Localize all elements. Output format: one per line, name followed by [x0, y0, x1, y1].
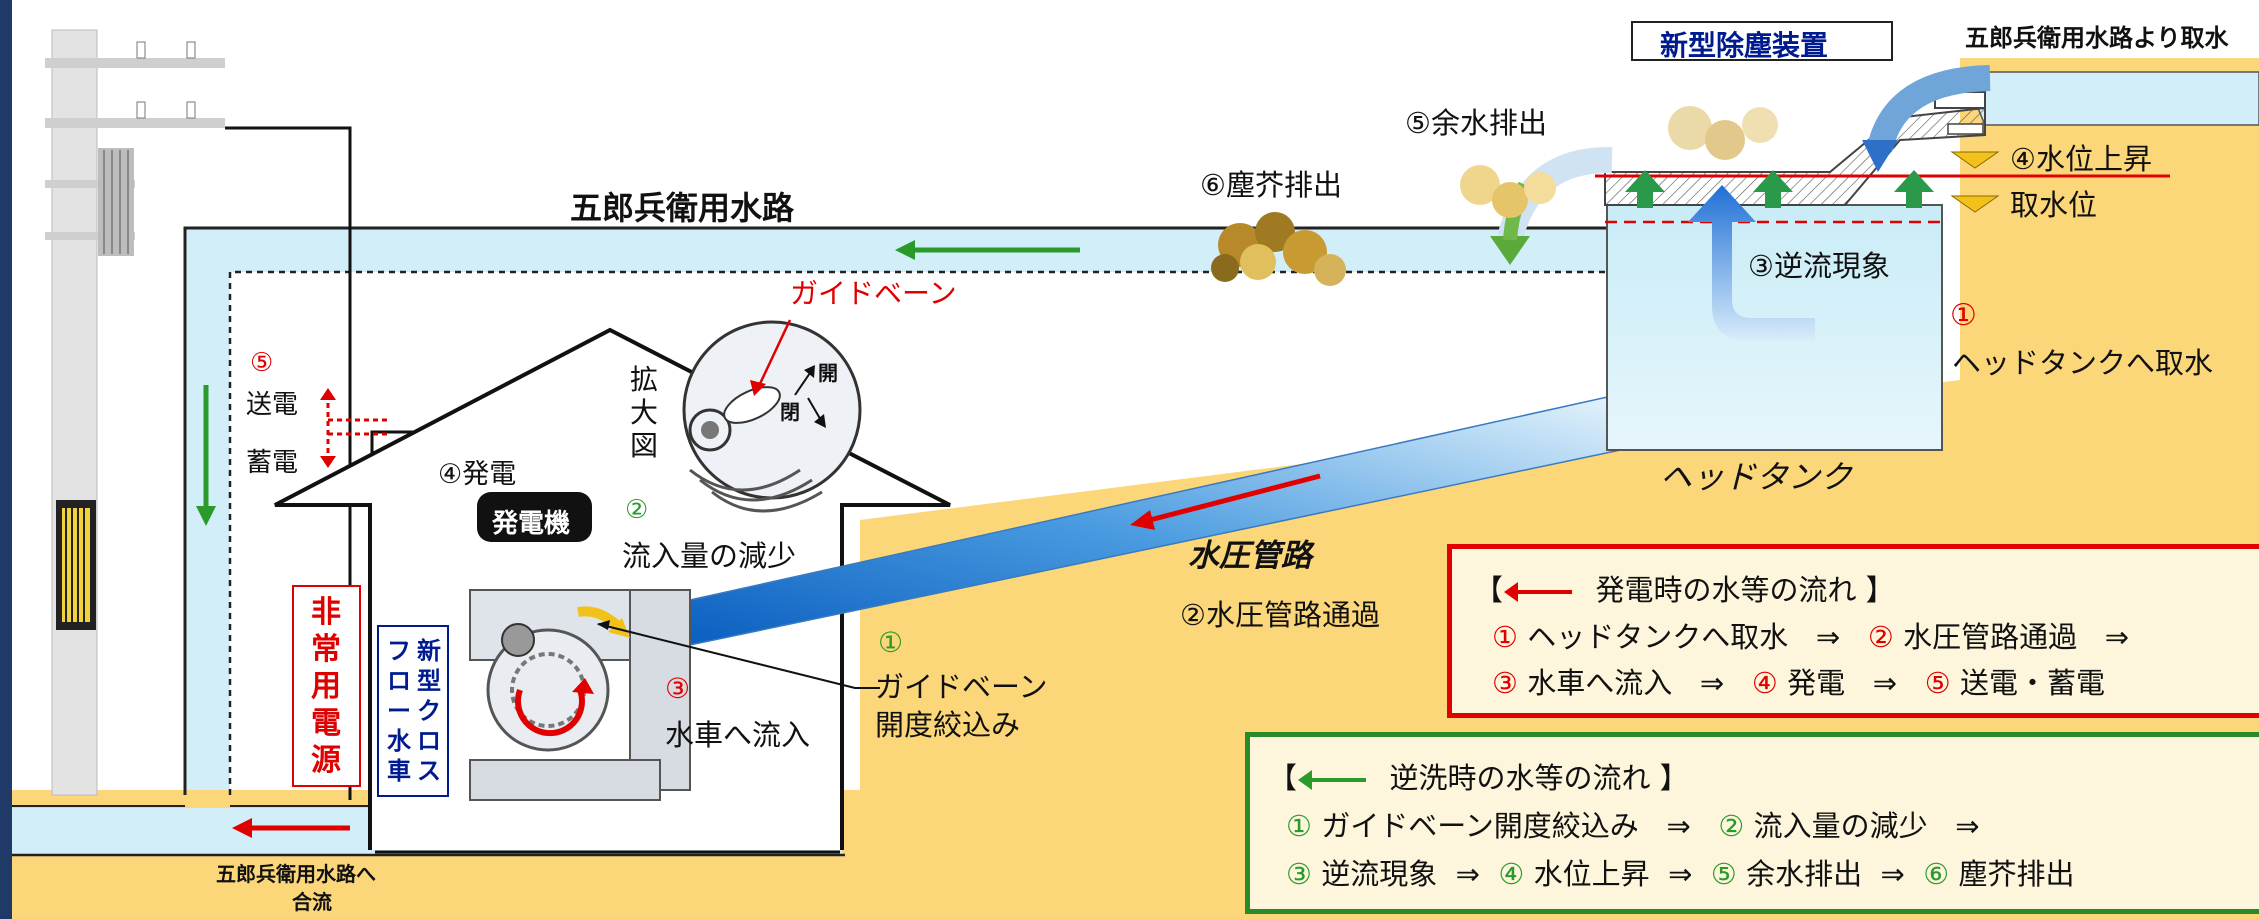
turbine-callout: [597, 623, 880, 689]
left-border: [0, 0, 12, 919]
green-step4-text: ④水位上昇: [2010, 142, 2152, 176]
step5-send: 送電: [246, 390, 299, 420]
close-label: 閉: [780, 400, 800, 424]
turbine-label-col1: 新型クロス: [417, 637, 441, 785]
legend-generation-row1: ① ヘッドタンクへ取水 ⇒ ② 水圧管路通過 ⇒: [1492, 620, 2130, 654]
intake-arrow: [1867, 65, 1991, 152]
step4-text: ④発電: [438, 459, 517, 490]
green-step1-line2: 開度絞込み: [875, 708, 1021, 742]
debris-leaves-tank: [1460, 106, 1778, 218]
green-step5-text: ⑤余水排出: [1405, 106, 1547, 140]
penstock-label: 水圧管路: [1188, 538, 1312, 574]
red-arrow-icon: [1504, 582, 1573, 602]
step1-text: ヘッドタンクへ取水: [1952, 346, 2214, 380]
device-title: 新型除塵装置: [1660, 29, 1829, 62]
step5-num: ⑤: [250, 348, 274, 378]
green-step3-text: ③逆流現象: [1748, 249, 1890, 283]
merge-label-2: 合流: [292, 890, 332, 914]
green-flow-arrows: [196, 240, 1080, 526]
send-store-arrows: [320, 388, 388, 468]
legend-backwash-title: 【 逆洗時の水等の流れ 】: [1268, 761, 1689, 795]
backflow-small-arrows: [1625, 170, 1934, 208]
turbine-name-box: [377, 625, 449, 797]
step5-store: 蓄電: [246, 448, 299, 478]
legend-backwash: 【 逆洗時の水等の流れ 】 ① ガイドベーン開度絞込み ⇒ ② 流入量の減少 ⇒…: [1245, 732, 2259, 914]
enlarged-label-1: 拡: [630, 363, 659, 396]
green-step2-text: 流入量の減少: [622, 539, 797, 573]
green-step6-text: ⑥塵芥排出: [1200, 168, 1342, 202]
legend-backwash-row2: ③ 逆流現象 ⇒ ④ 水位上昇 ⇒ ⑤ 余水排出 ⇒ ⑥ 塵芥排出: [1286, 857, 2075, 891]
step3-num: ③: [665, 672, 691, 705]
legend-generation-title: 【 発電時の水等の流れ 】: [1474, 573, 1895, 607]
debris-leaves-canal: [1211, 212, 1346, 286]
enlarged-view: [682, 319, 862, 513]
turbine-label-col2: フロー水車: [387, 637, 411, 785]
red-flow-arrows: [232, 473, 1321, 838]
legend-backwash-row1: ① ガイドベーン開度絞込み ⇒ ② 流入量の減少 ⇒: [1286, 809, 1980, 843]
legend-generation-row2: ③ 水車へ流入 ⇒ ④ 発電 ⇒ ⑤ 送電・蓄電: [1492, 666, 2105, 700]
generator-box: [477, 492, 592, 542]
step2-text: ②水圧管路通過: [1180, 598, 1380, 632]
emergency-power-box: [292, 585, 361, 787]
green-step2-num: ②: [625, 495, 649, 525]
step1-num: ①: [1950, 298, 1977, 333]
enlarged-label-3: 図: [630, 429, 659, 462]
intake-level-text: 取水位: [2010, 188, 2098, 222]
green-step1-line1: ガイドベーン: [875, 670, 1048, 704]
emergency-power-label: 非常用電源: [311, 595, 341, 778]
merge-label-1: 五郎兵衛用水路へ: [216, 862, 376, 886]
power-line-1: [225, 126, 352, 800]
canal-source-label: 五郎兵衛用水路より取水: [1965, 24, 2229, 52]
guide-vane-label: ガイドベーン: [790, 277, 957, 310]
turbine-machine: [469, 589, 691, 801]
canal-name-label: 五郎兵衛用水路: [570, 189, 795, 227]
enlarged-label-2: 大: [630, 396, 659, 429]
open-label: 開: [818, 361, 838, 385]
green-step1-num: ①: [878, 626, 904, 659]
green-arrow-icon: [1298, 770, 1367, 790]
legend-generation: 【 発電時の水等の流れ 】 ① ヘッドタンクへ取水 ⇒ ② 水圧管路通過 ⇒ ③…: [1447, 544, 2259, 718]
utility-pole: [45, 29, 225, 796]
head-tank-label: ヘッドタンク: [1660, 458, 1853, 496]
generator-label: 発電機: [492, 509, 571, 539]
device-title-box: [1631, 21, 1893, 61]
backflow-arrow: [1688, 185, 1815, 340]
step3-text: 水車へ流入: [665, 718, 811, 752]
